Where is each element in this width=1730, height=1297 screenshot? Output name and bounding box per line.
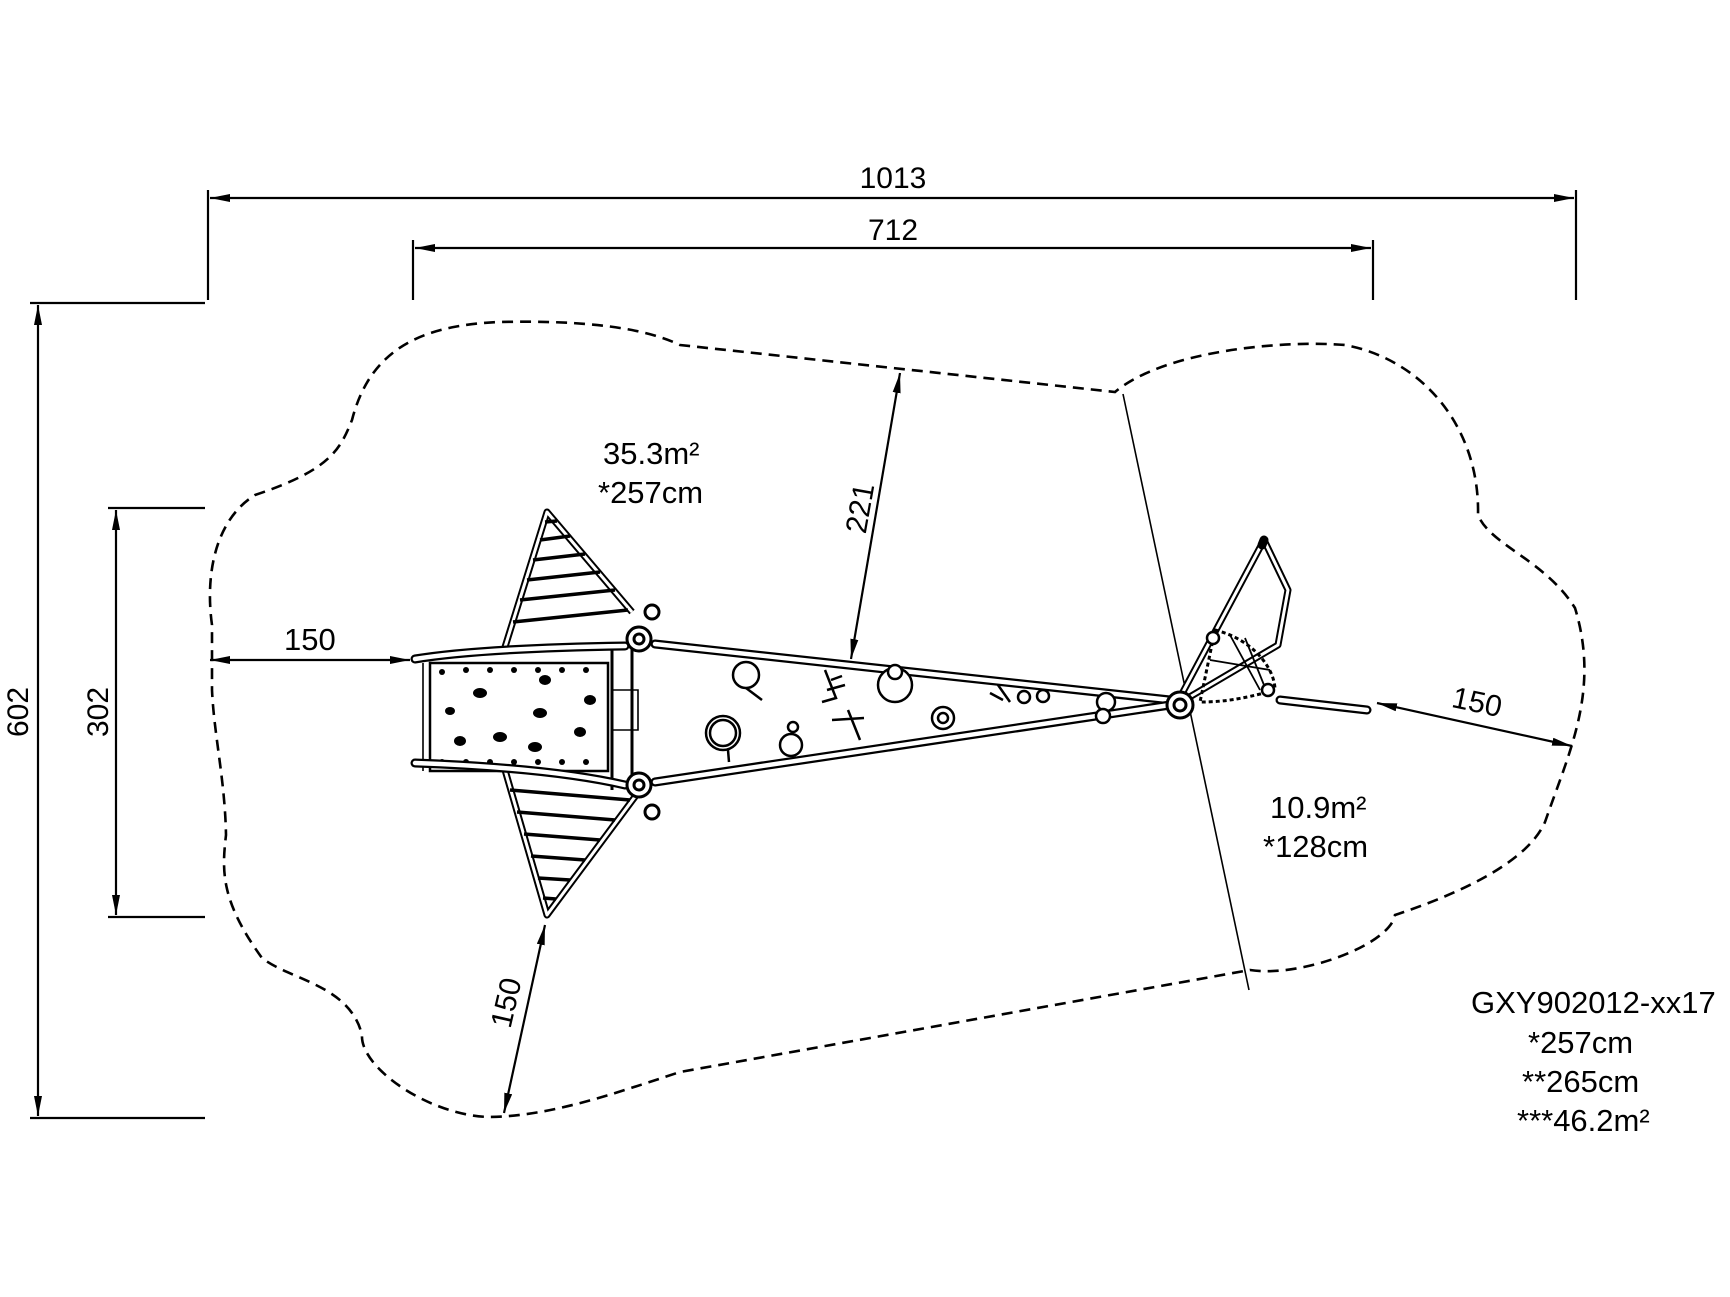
- dimension-clearance-inner-line: [849, 372, 902, 660]
- label-zone-right-height: *128cm: [1263, 829, 1368, 864]
- corner-posts: [625, 603, 661, 821]
- dimension-clearance-right-line: [1376, 701, 1573, 748]
- label-zone-right-area: 10.9m²: [1270, 790, 1366, 825]
- climbing-wall-deck: [422, 648, 639, 790]
- label-overall-width: 1013: [860, 162, 927, 195]
- label-equipment-width: 712: [868, 214, 918, 247]
- dimension-overall-width: [206, 190, 1578, 300]
- safety-zone-outline: [208, 320, 1586, 1119]
- spec-max-height: **265cm: [1522, 1064, 1639, 1099]
- label-clearance-bottom: 150: [485, 975, 528, 1031]
- spec-free-fall-height: *257cm: [1528, 1025, 1633, 1060]
- rear-frame: [1165, 535, 1372, 720]
- dimension-clearance-bottom-line: [502, 924, 547, 1114]
- spec-total-area: ***46.2m²: [1517, 1103, 1650, 1138]
- label-equipment-depth: 302: [82, 687, 115, 737]
- dimension-equipment-depth: [108, 506, 205, 919]
- dimension-overall-depth: [30, 301, 205, 1120]
- label-zone-left-height: *257cm: [598, 475, 703, 510]
- label-zone-left-area: 35.3m²: [603, 436, 699, 471]
- label-clearance-left: 150: [284, 622, 336, 657]
- spec-product-code: GXY902012-xx17: [1471, 985, 1716, 1020]
- equipment-plan: [410, 508, 1372, 919]
- lower-climbing-net: [501, 769, 643, 919]
- dimension-equipment-width: [411, 240, 1375, 300]
- label-overall-depth: 602: [2, 687, 35, 737]
- upper-climbing-net: [501, 508, 635, 649]
- play-elements: [704, 660, 1117, 763]
- frame-pipes: [410, 639, 1175, 790]
- label-clearance-right: 150: [1449, 681, 1505, 724]
- label-clearance-inner: 221: [840, 481, 881, 536]
